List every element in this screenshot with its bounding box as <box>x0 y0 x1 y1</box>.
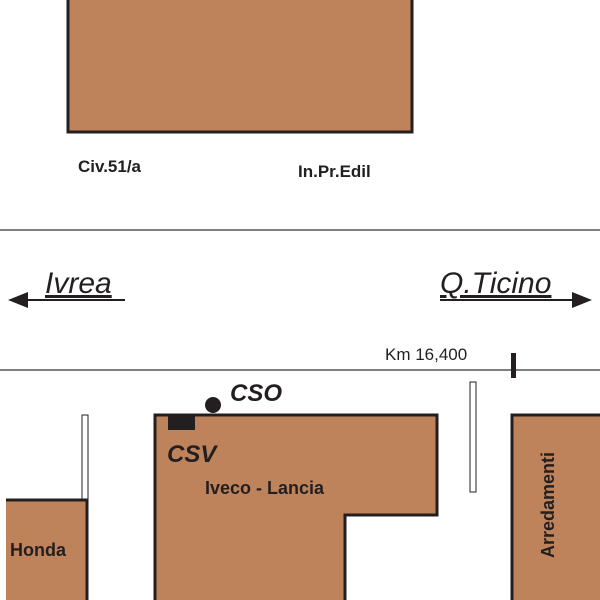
building-honda <box>6 500 87 600</box>
building-top-outline <box>66 0 414 134</box>
building-arredamenti-outline <box>510 413 600 600</box>
post-right <box>469 381 477 493</box>
label-arredamenti: Arredamenti <box>538 452 558 558</box>
label-civ51a: Civ.51/a <box>78 157 142 176</box>
label-iveco-lancia: Iveco - Lancia <box>205 478 325 498</box>
km-marker-label: Km 16,400 <box>385 345 467 364</box>
arrow-left-icon <box>8 292 125 308</box>
direction-ivrea: Ivrea <box>45 267 112 300</box>
building-iveco <box>155 415 437 600</box>
building-arredamenti <box>512 415 600 600</box>
post-left <box>81 414 89 501</box>
label-cso: CSO <box>230 380 282 407</box>
label-inpredil: In.Pr.Edil <box>298 162 371 181</box>
arrow-right-icon <box>440 292 592 308</box>
building-iveco-outline <box>153 413 439 600</box>
label-csv: CSV <box>167 441 218 468</box>
km-marker-icon <box>511 353 516 378</box>
building-top-block <box>68 0 412 132</box>
cso-marker-icon <box>205 397 221 413</box>
building-honda-outline <box>6 498 89 600</box>
label-honda: Honda <box>10 540 67 560</box>
csv-marker-icon <box>168 415 195 430</box>
direction-q-ticino: Q.Ticino <box>440 267 551 300</box>
